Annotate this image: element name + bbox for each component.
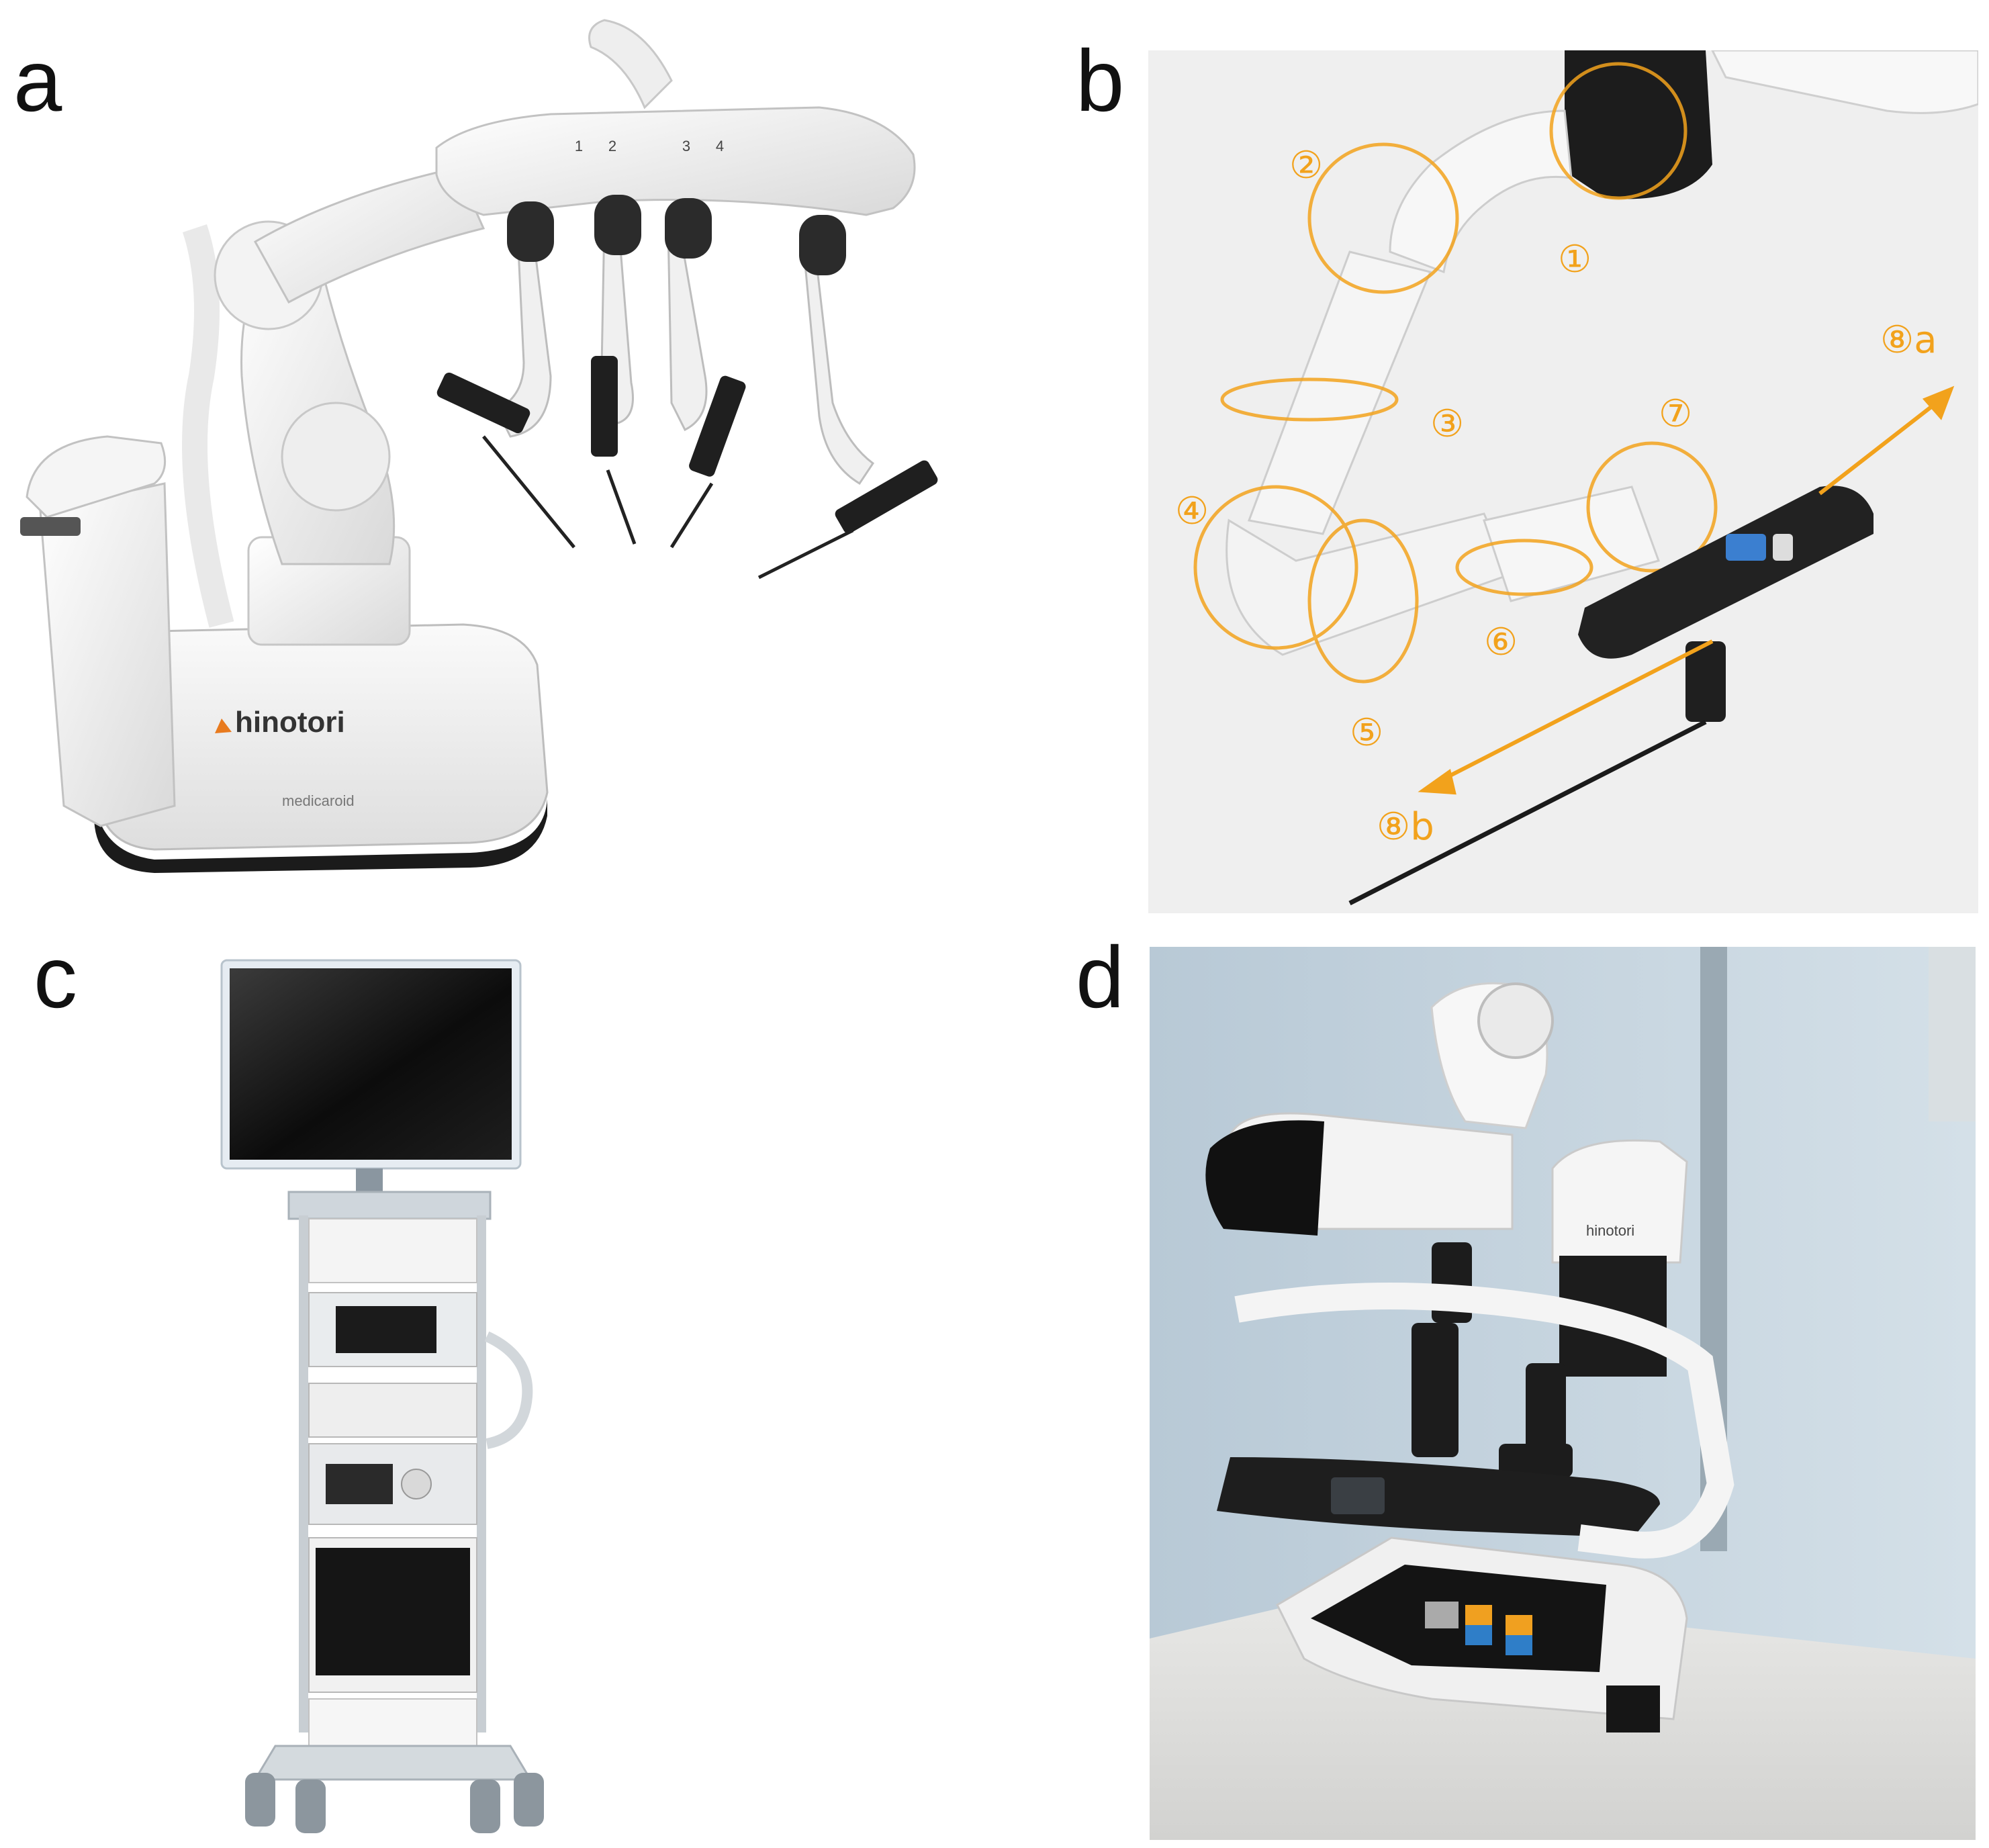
instrument-shafts bbox=[482, 435, 854, 580]
robot-head-bar bbox=[435, 106, 916, 216]
cart-casters bbox=[245, 1773, 544, 1833]
robot-base-bottom-band bbox=[94, 799, 547, 873]
unit-3 bbox=[308, 1383, 477, 1438]
joint-label-8b: ⑧b bbox=[1377, 805, 1434, 849]
arm-link-wrist bbox=[1483, 486, 1660, 602]
arm-number-1: 1 bbox=[575, 138, 583, 154]
monitor-screen bbox=[230, 968, 512, 1160]
cart-handle bbox=[484, 1331, 533, 1449]
cockpit-armrest bbox=[1217, 1457, 1660, 1538]
panel-label-c: c bbox=[34, 928, 77, 1026]
cart-base bbox=[253, 1745, 533, 1781]
panel-label-d: d bbox=[1076, 928, 1125, 1026]
cockpit-right-tower bbox=[1551, 1139, 1688, 1264]
arm-top-joint-housing bbox=[1565, 50, 1712, 199]
joint-label-6: ⑥ bbox=[1484, 620, 1518, 664]
joint-rings bbox=[1193, 62, 1718, 684]
cart-top-shelf bbox=[287, 1191, 492, 1220]
base-brand-logo: hinotori bbox=[235, 706, 345, 739]
surgical-instruments bbox=[436, 356, 938, 534]
arm-link-lower bbox=[1225, 512, 1513, 656]
base-maker-label: medicaroid bbox=[282, 792, 355, 809]
foot-pedals bbox=[1425, 1602, 1532, 1655]
panel-c-vision-cart-image bbox=[215, 954, 591, 1840]
joint-label-4: ④ bbox=[1175, 490, 1209, 533]
panel-label-a: a bbox=[13, 32, 62, 130]
joint-label-2: ② bbox=[1289, 144, 1323, 187]
instrument-arms bbox=[495, 213, 875, 486]
robot-upper-arm bbox=[253, 167, 485, 304]
unit-1 bbox=[308, 1218, 477, 1283]
side-console-head bbox=[26, 435, 167, 518]
cart-upright-right bbox=[477, 1215, 486, 1732]
instrument-joints bbox=[507, 195, 846, 275]
arm-link-upper bbox=[1389, 109, 1573, 274]
side-console bbox=[39, 482, 176, 827]
robot-cable bbox=[182, 224, 234, 628]
arm-link-middle bbox=[1247, 250, 1432, 535]
joint-label-3: ③ bbox=[1430, 402, 1464, 446]
panel-label-b: b bbox=[1076, 32, 1125, 130]
instrument-shaft bbox=[1348, 719, 1707, 906]
joint-label-8a: ⑧a bbox=[1880, 318, 1937, 362]
arm-number-2: 2 bbox=[608, 138, 616, 154]
translation-arrows bbox=[1418, 385, 1955, 795]
arm-number-4: 4 bbox=[716, 138, 724, 154]
cockpit-brand-logo: hinotori bbox=[1586, 1222, 1634, 1239]
instrument-holder bbox=[1578, 486, 1874, 659]
joint-label-1: ① bbox=[1558, 238, 1591, 281]
joint-label-7: ⑦ bbox=[1659, 392, 1692, 436]
joint-label-5: ⑤ bbox=[1350, 711, 1383, 755]
panel-a-surgeon-robot-image: 1 2 3 4 hino bbox=[0, 0, 1048, 893]
unit-6 bbox=[308, 1698, 477, 1747]
cockpit-frame bbox=[1234, 1283, 1734, 1559]
cart-upright-left bbox=[299, 1215, 308, 1732]
panel-d-surgeon-cockpit-photo: hinotori bbox=[1150, 947, 1976, 1840]
panel-b-arm-joint-diagram: ① ② ③ ④ ⑤ ⑥ ⑦ ⑧a ⑧b bbox=[1148, 50, 1978, 913]
arm-number-3: 3 bbox=[682, 138, 690, 154]
